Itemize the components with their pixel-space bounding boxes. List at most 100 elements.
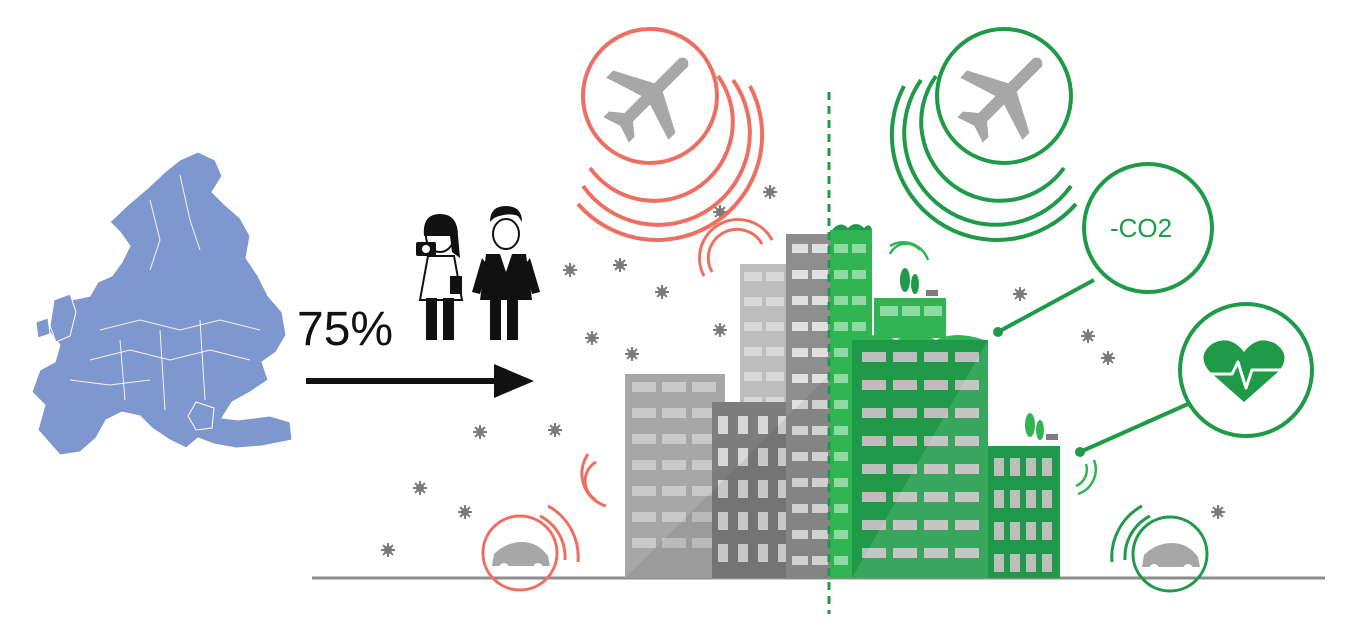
building-window (924, 548, 948, 558)
building-window (812, 348, 828, 357)
building-window (662, 486, 686, 496)
building-window (955, 436, 979, 446)
building-window (955, 520, 979, 530)
pollution-particle-icon (413, 481, 427, 495)
building-window (758, 512, 768, 530)
car-icon (492, 542, 550, 573)
pollution-particle-icon (713, 205, 727, 219)
building-green-right (988, 413, 1060, 578)
building-window (893, 520, 917, 530)
pollution-particle-icon (548, 423, 562, 437)
building-window (1042, 554, 1052, 572)
building-window (718, 512, 728, 530)
noise-wave-1 (588, 74, 735, 203)
building-window (758, 480, 768, 498)
pollution-particle-icon (458, 505, 472, 519)
building-shade (625, 374, 830, 578)
building-window (1026, 458, 1036, 476)
pollution-particle-icon (1101, 351, 1115, 365)
building-window (692, 382, 716, 392)
polluting-car-group (481, 504, 580, 592)
building-window (632, 512, 656, 522)
building-window (632, 538, 656, 548)
building-window (812, 504, 828, 513)
building-window (692, 538, 716, 548)
building-window (744, 347, 762, 356)
building-window (924, 436, 948, 446)
building-window (834, 530, 848, 539)
building-window (955, 352, 979, 362)
building-window (893, 436, 917, 446)
pollution-particles (381, 185, 1225, 557)
building-window (662, 538, 686, 548)
building-window (792, 270, 808, 279)
tourist-figure (416, 214, 464, 340)
building-window (924, 520, 948, 530)
building-window (1026, 554, 1036, 572)
noise-wave-3 (889, 85, 1078, 242)
building-window (632, 460, 656, 470)
noise-wave-2 (902, 78, 1073, 227)
building-window (955, 492, 979, 502)
building-window (692, 512, 716, 522)
building-window (852, 270, 866, 279)
airplane-icon (957, 57, 1043, 143)
building-window (893, 352, 917, 362)
building-grey-dark (712, 402, 798, 578)
building-window (812, 556, 828, 565)
pollution-particle-icon (563, 263, 577, 277)
building-window (812, 478, 828, 487)
building-window (718, 480, 728, 498)
building-window (834, 556, 848, 565)
building-window (738, 416, 748, 434)
clean-car-group (1110, 504, 1209, 593)
building-window (1042, 522, 1052, 540)
building-window (880, 306, 898, 316)
city-buildings (625, 224, 1060, 578)
small-noise-waves-red (580, 218, 774, 508)
building-window (778, 512, 788, 530)
building-window (852, 244, 866, 253)
building-window (758, 544, 768, 562)
building-window (662, 512, 686, 522)
building-window (632, 382, 656, 392)
building-window (862, 380, 886, 390)
building-window (792, 400, 808, 409)
building-window (792, 322, 808, 331)
europe-borders (69, 174, 261, 411)
businessman-figure (472, 206, 540, 340)
building-window (632, 486, 656, 496)
building-window (758, 416, 768, 434)
building-center-grey (786, 234, 830, 578)
building-window (994, 554, 1004, 572)
building-window (738, 480, 748, 498)
building-window (792, 504, 808, 513)
health-callout (1075, 302, 1314, 457)
building-window (662, 460, 686, 470)
building-window (994, 458, 1004, 476)
building-window (1026, 490, 1036, 508)
pollution-particle-icon (1211, 505, 1225, 519)
building-window (792, 296, 808, 305)
roof-trees (900, 268, 938, 296)
building-window (862, 464, 886, 474)
building-window (902, 306, 920, 316)
building-window (812, 530, 828, 539)
building-window (744, 372, 762, 381)
building-window (812, 322, 828, 331)
building-window (738, 544, 748, 562)
building-window (834, 504, 848, 513)
tourist-and-businessman-icon (416, 206, 540, 340)
building-window (862, 436, 886, 446)
building-window (834, 296, 848, 305)
building-window (1010, 522, 1020, 540)
building-window (834, 348, 848, 357)
building-window (692, 486, 716, 496)
building-window (812, 426, 828, 435)
building-window (792, 530, 808, 539)
roof-trees (1025, 413, 1058, 440)
building-window (955, 408, 979, 418)
building-window (924, 306, 942, 316)
building-window (662, 382, 686, 392)
